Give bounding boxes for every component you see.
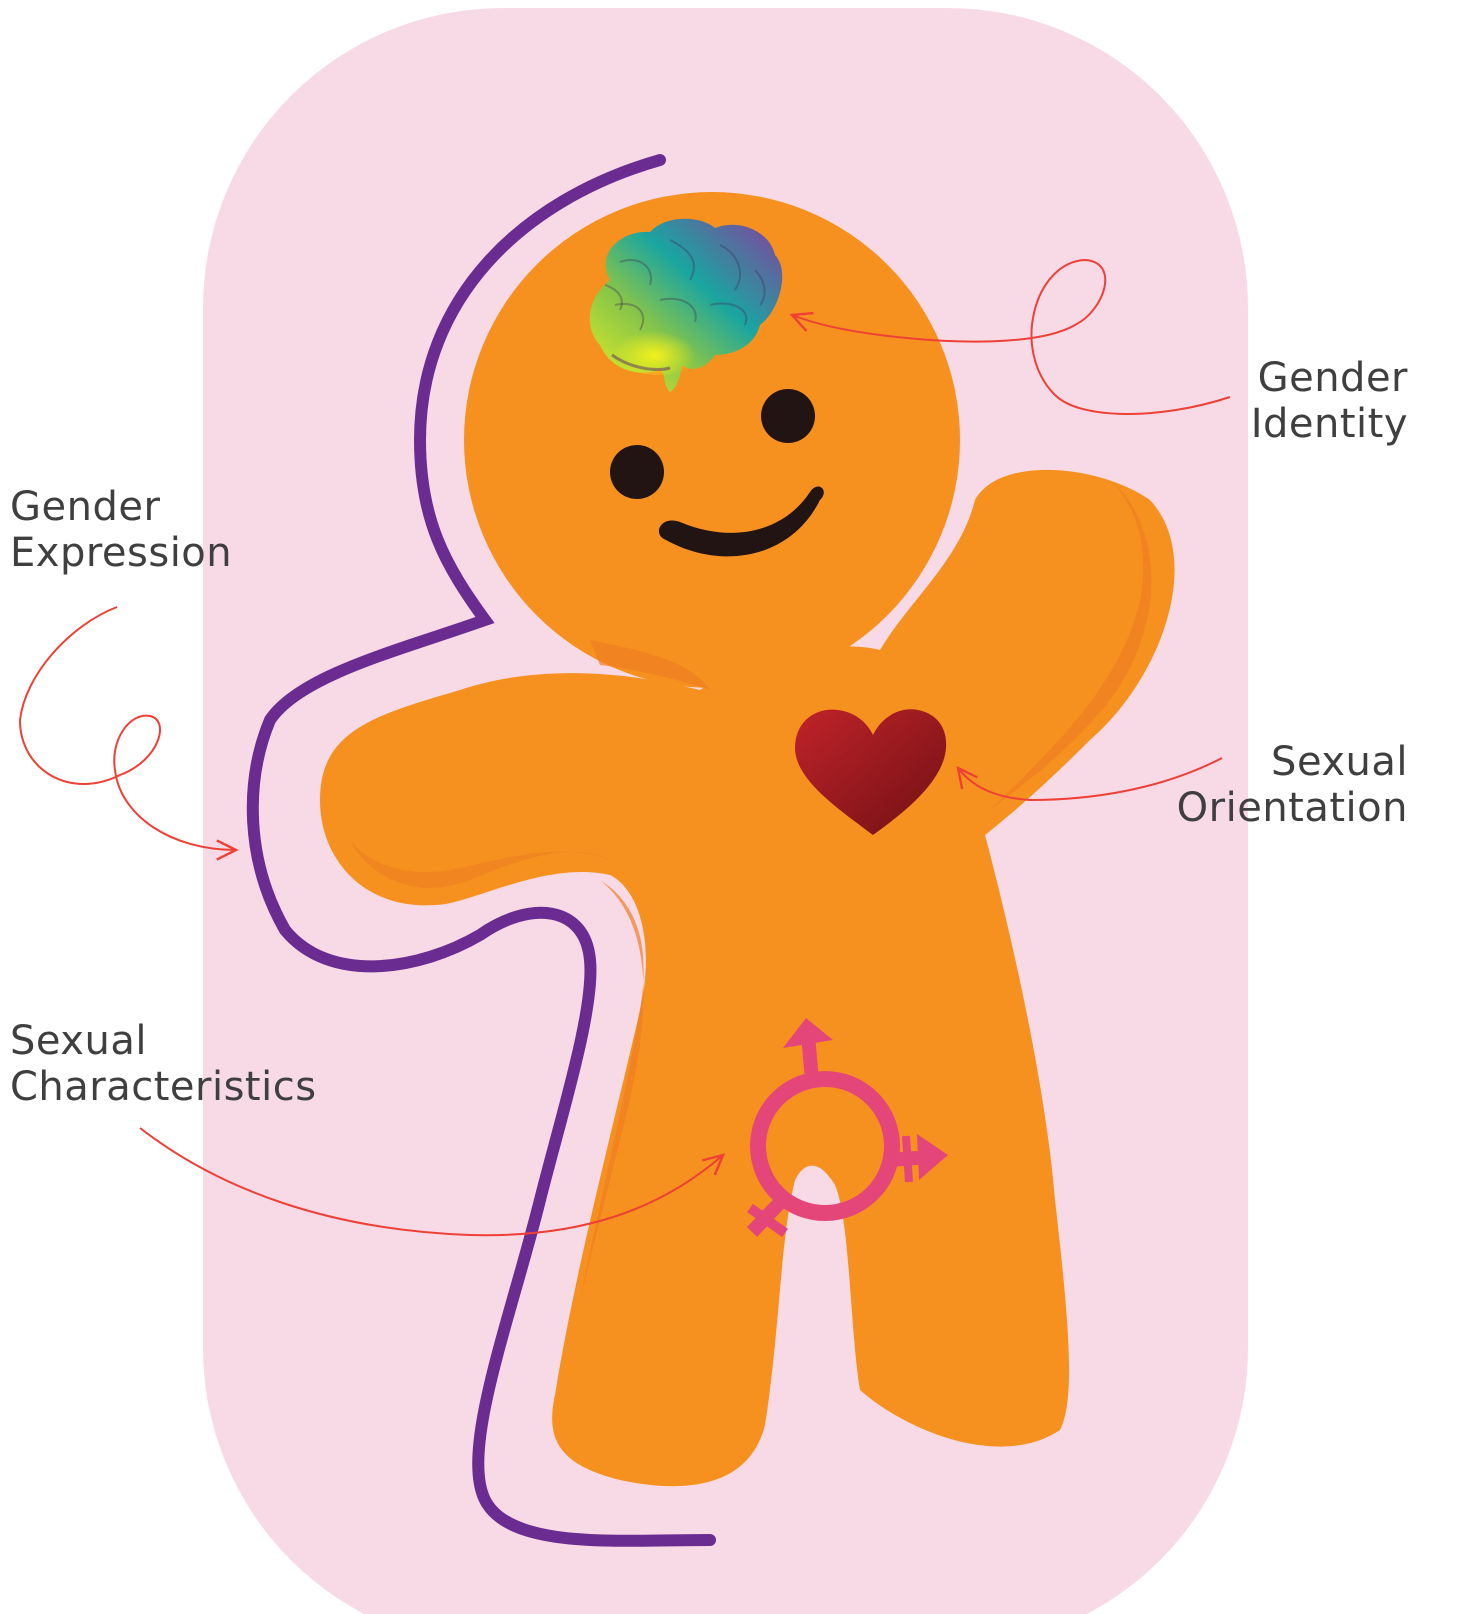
gender-expression-label: Gender Expression [10,484,232,576]
sexual-orientation-line1: Sexual [1177,739,1408,785]
gender-identity-label: Gender Identity [1251,355,1408,447]
gender-expression-line1: Gender [10,484,232,530]
sexual-characteristics-line2: Characteristics [10,1064,317,1110]
sexual-orientation-line2: Orientation [1177,785,1408,831]
sexual-orientation-label: Sexual Orientation [1177,739,1408,831]
sexual-characteristics-line1: Sexual [10,1018,317,1064]
right-eye [761,389,815,443]
left-eye [610,445,664,499]
gender-identity-line1: Gender [1251,355,1408,401]
sexual-characteristics-label: Sexual Characteristics [10,1018,317,1110]
gender-expression-line2: Expression [10,530,232,576]
gender-identity-line2: Identity [1251,401,1408,447]
